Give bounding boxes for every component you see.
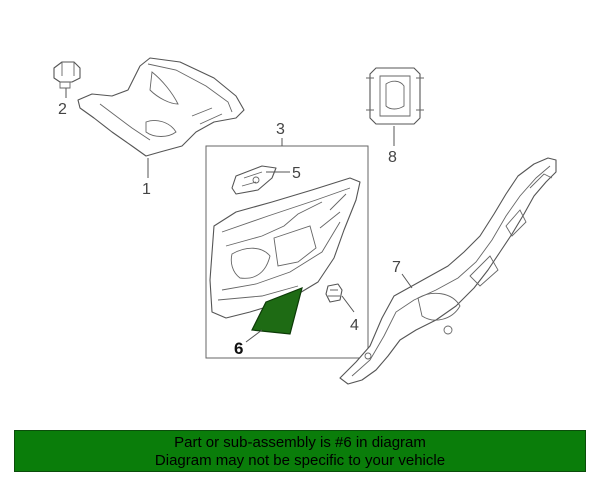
leader-7 (401, 273, 413, 289)
assembly-3-box (205, 145, 369, 359)
callout-7: 7 (392, 259, 401, 276)
part-6-highlighted (251, 287, 303, 335)
leader-6 (245, 329, 263, 343)
callout-3: 3 (276, 121, 285, 138)
part-7-inner-panel (339, 157, 557, 385)
leader-4 (341, 295, 355, 313)
callout-6: 6 (234, 339, 243, 358)
callout-8: 8 (388, 149, 397, 166)
part-4-fastener (325, 283, 343, 303)
part-5-bracket (231, 165, 277, 195)
callout-5: 5 (292, 165, 301, 182)
notice-line-1: Part or sub-assembly is #6 in diagram (174, 434, 426, 451)
callout-1: 1 (142, 181, 151, 198)
notice-line-2: Diagram may not be specific to your vehi… (154, 452, 446, 469)
quarter-trim-panel (209, 177, 361, 319)
part-2-clip (53, 61, 81, 89)
notice-banner: Part or sub-assembly is #6 in diagram Di… (14, 430, 586, 472)
part-8-module (366, 67, 424, 125)
callout-4: 4 (350, 317, 359, 334)
part-1-upper-trim (77, 57, 245, 157)
callout-2: 2 (58, 101, 67, 118)
